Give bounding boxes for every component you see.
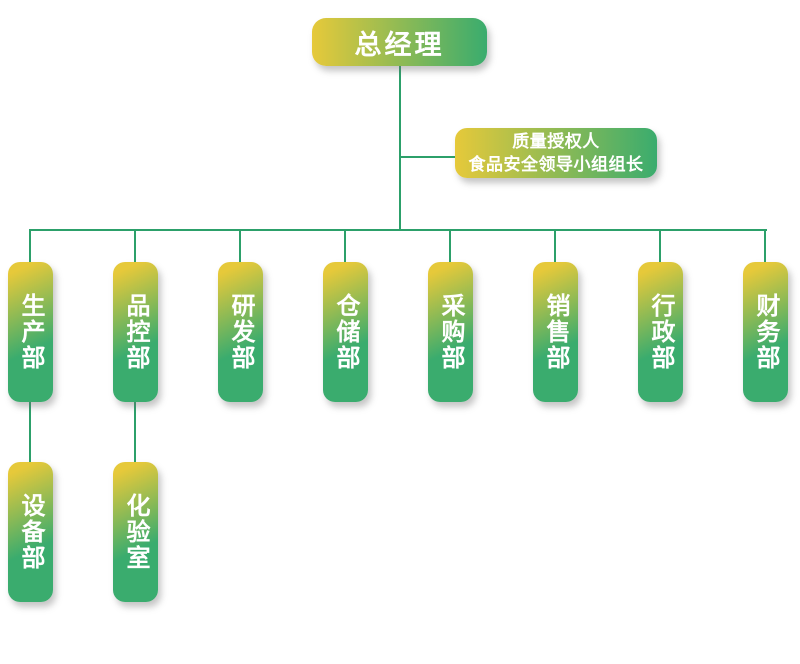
node-quality-advisor-line1: 质量授权人: [512, 131, 600, 151]
node-sub-laboratory-label: 化验室: [122, 493, 149, 571]
node-general-manager: 总经理: [312, 18, 487, 66]
node-sub-equipment-label: 设备部: [17, 493, 44, 571]
node-dept-procurement-label: 采购部: [437, 293, 464, 371]
node-dept-finance-label: 财务部: [752, 293, 779, 371]
node-dept-production-label: 生产部: [17, 293, 44, 371]
connector-root-drop: [399, 65, 401, 230]
node-sub-equipment: 设备部: [8, 462, 53, 602]
node-quality-advisor-line2: 食品安全领导小组组长: [468, 155, 644, 174]
connector-drop-production: [29, 230, 31, 263]
node-dept-warehouse-label: 仓储部: [332, 293, 359, 371]
connector-drop-rnd: [239, 230, 241, 263]
node-dept-quality-control-label: 品控部: [122, 293, 149, 371]
node-dept-sales: 销售部: [533, 262, 578, 402]
connector-drop-sales: [554, 230, 556, 263]
node-quality-advisor: 质量授权人 食品安全领导小组组长: [455, 128, 657, 178]
connector-advisor-branch: [400, 156, 456, 158]
node-dept-rnd: 研发部: [218, 262, 263, 402]
connector-sub-laboratory: [134, 401, 136, 463]
connector-drop-quality-control: [134, 230, 136, 263]
connector-drop-warehouse: [344, 230, 346, 263]
node-general-manager-label: 总经理: [354, 29, 445, 60]
connector-drop-finance: [764, 230, 766, 263]
node-dept-sales-label: 销售部: [542, 293, 569, 371]
node-dept-warehouse: 仓储部: [323, 262, 368, 402]
node-dept-rnd-label: 研发部: [227, 293, 254, 371]
node-dept-admin: 行政部: [638, 262, 683, 402]
node-dept-production: 生产部: [8, 262, 53, 402]
node-dept-quality-control: 品控部: [113, 262, 158, 402]
connector-drop-admin: [659, 230, 661, 263]
node-dept-procurement: 采购部: [428, 262, 473, 402]
connector-drop-procurement: [449, 230, 451, 263]
node-dept-admin-label: 行政部: [647, 293, 674, 371]
connector-sub-equipment: [29, 401, 31, 463]
node-dept-finance: 财务部: [743, 262, 788, 402]
connector-main-horizontal: [29, 229, 767, 231]
node-sub-laboratory: 化验室: [113, 462, 158, 602]
